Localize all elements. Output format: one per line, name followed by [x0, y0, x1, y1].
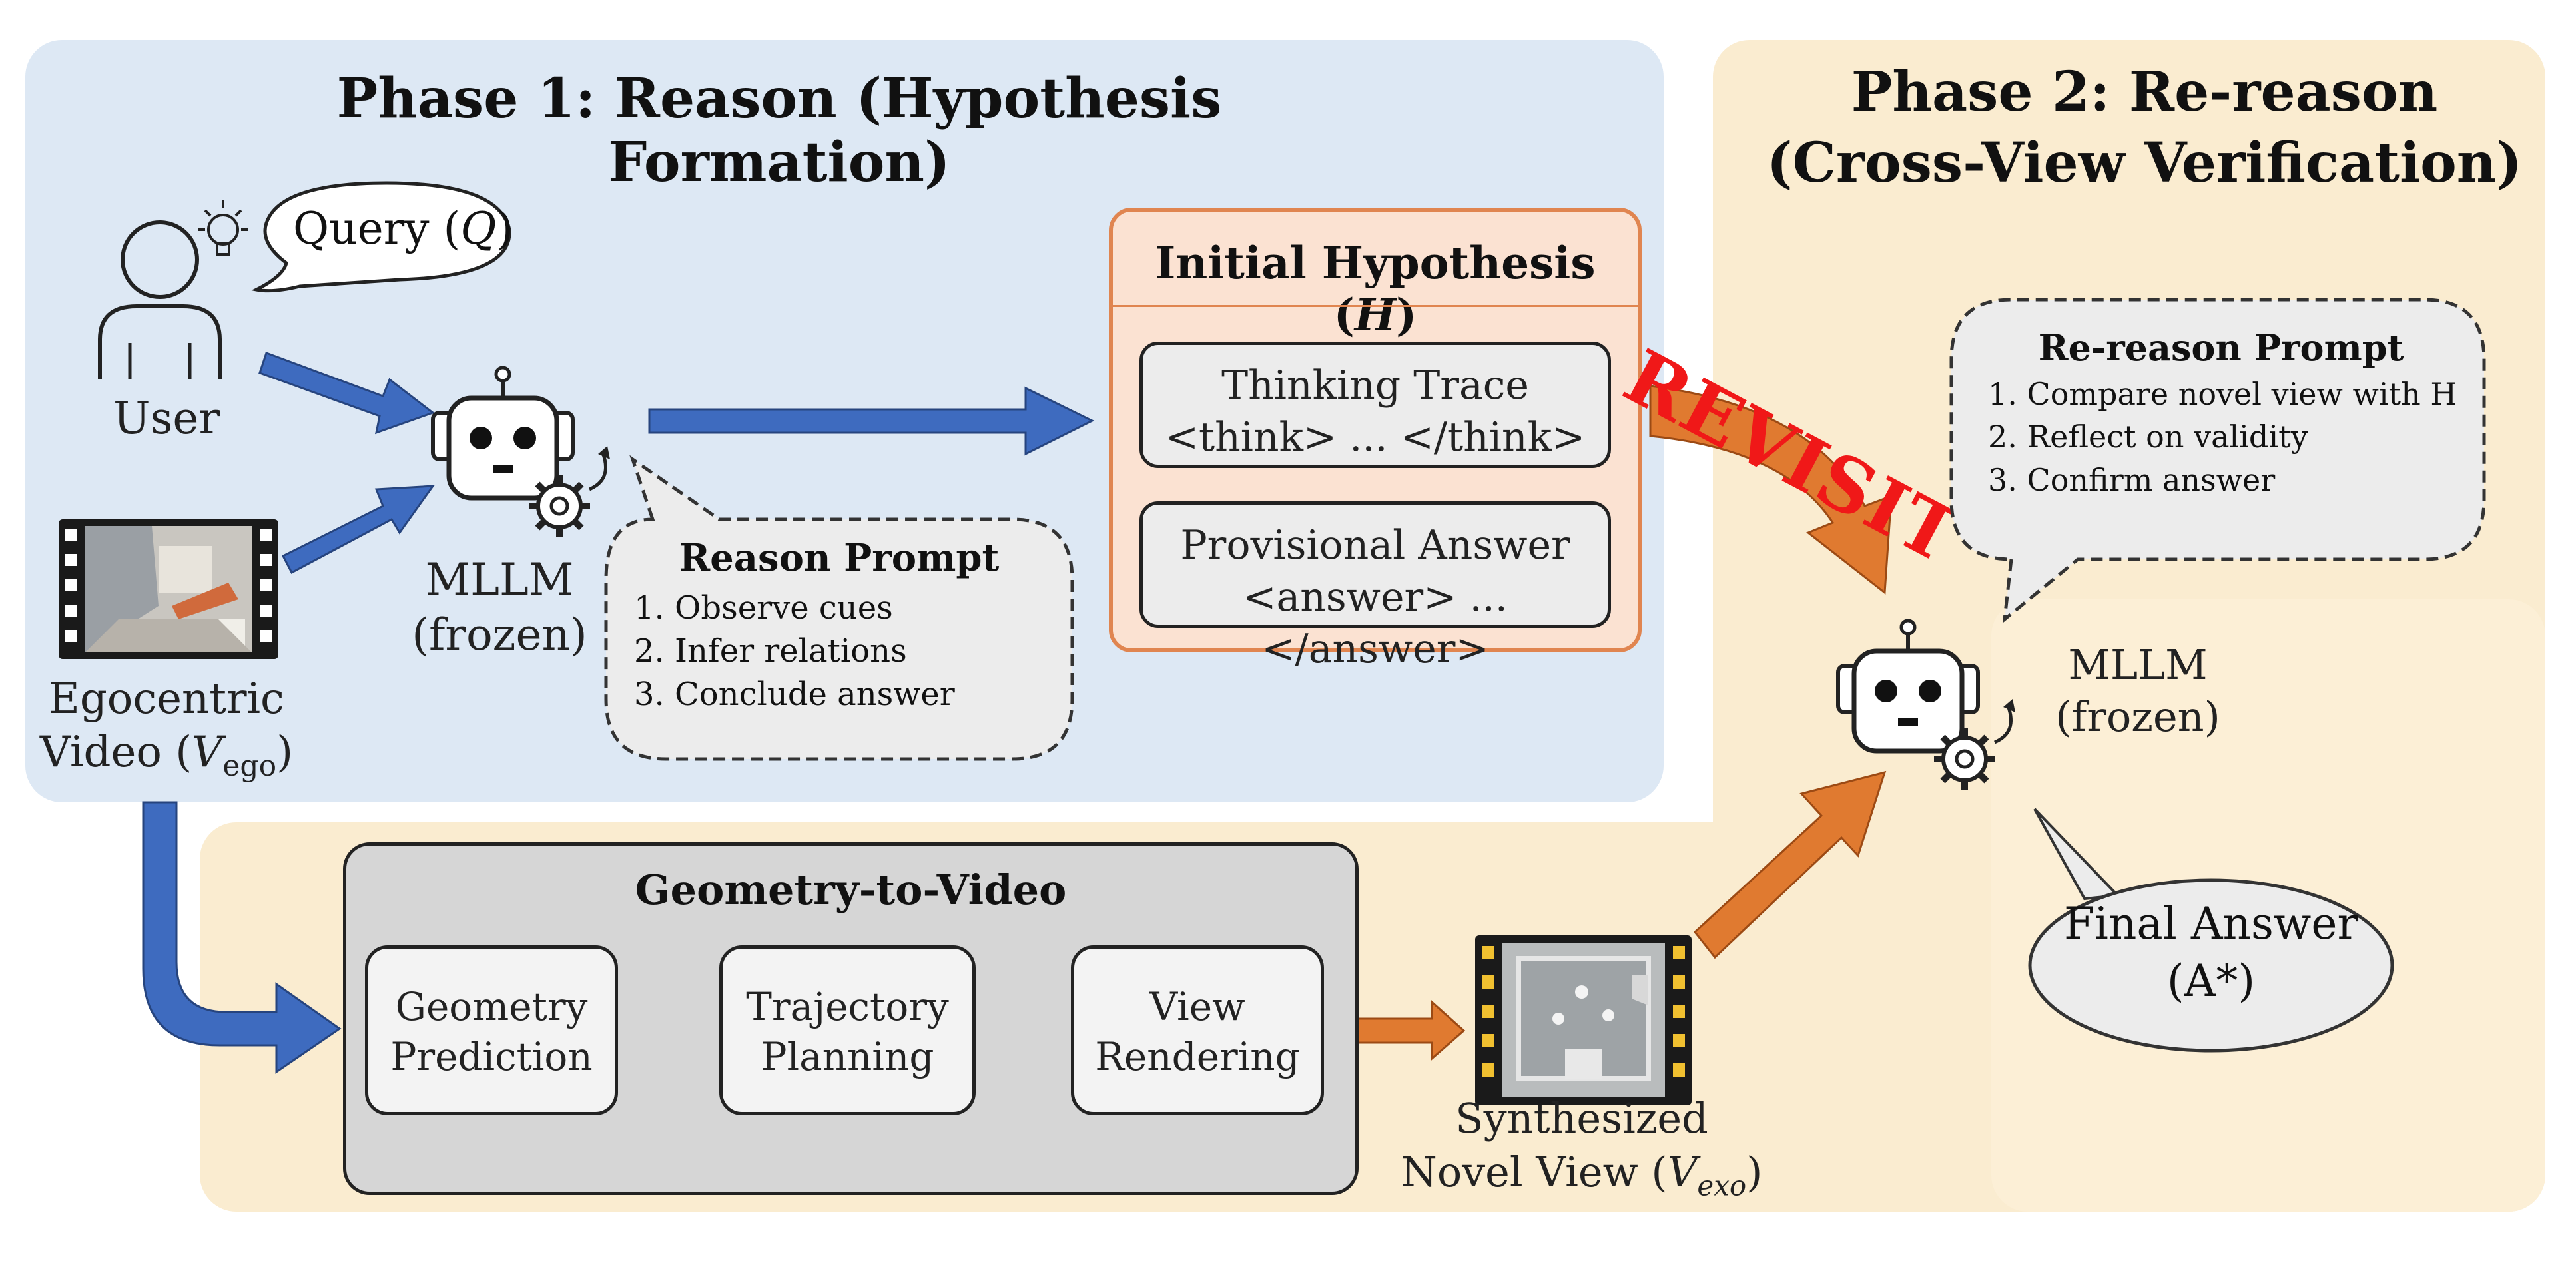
g2v-title: Geometry-to-Video	[635, 866, 1067, 914]
final-answer-bubble	[2028, 878, 2394, 1053]
robot-icon	[431, 366, 575, 501]
reason-prompt: Reason Prompt 1. Observe cues 2. Infer r…	[626, 536, 1052, 716]
phase1-title: Phase 1: Reason (Hypothesis Formation)	[336, 67, 1222, 194]
step-view-rendering: View Rendering	[1071, 945, 1324, 1115]
lightbulb-icon	[198, 200, 248, 256]
reason-prompt-item-2: 2. Infer relations	[634, 632, 907, 670]
step-trajectory-planning: Trajectory Planning	[719, 945, 976, 1115]
phase2-title-line1: Phase 2: Re-reason	[1851, 60, 2438, 124]
arrow-video-to-mllm	[281, 485, 436, 575]
user-icon	[98, 220, 222, 379]
robot-icon-2	[1836, 619, 1980, 754]
reason-prompt-item-3: 3. Conclude answer	[634, 675, 955, 713]
hypothesis-panel: Initial Hypothesis (H) Thinking Trace <t…	[1109, 208, 1642, 672]
provisional-answer-box: Provisional Answer <answer> ... </answer…	[1139, 501, 1611, 672]
thinking-trace-box: Thinking Trace <think> ... </think>	[1139, 342, 1611, 468]
gear-icon-2	[1934, 699, 2015, 790]
hypothesis-title: Initial Hypothesis (H)	[1155, 237, 1596, 341]
gear-icon	[529, 446, 610, 537]
query-text: Query (Q)	[293, 203, 514, 254]
film-icon	[59, 519, 278, 659]
rereason-prompt: Re-reason Prompt 1. Compare novel view w…	[1975, 326, 2467, 501]
arrow-mllm-to-hypothesis	[648, 386, 1095, 456]
novel-view-label: Synthesized Novel View (Vexo)	[1401, 1094, 1763, 1202]
reason-prompt-bubble	[604, 455, 1074, 761]
rereason-prompt-title: Re-reason Prompt	[2038, 326, 2404, 369]
phase2-title: Phase 2: Re-reason (Cross-View Verificat…	[1745, 57, 2544, 198]
mllm2-label: MLLM (frozen)	[2055, 640, 2220, 741]
user-label: User	[113, 393, 220, 444]
rereason-prompt-item-3: 3. Confirm answer	[1988, 461, 2276, 498]
arrow-user-to-mllm	[258, 352, 436, 435]
rereason-prompt-bubble	[1949, 298, 2486, 623]
rereason-prompt-item-2: 2. Reflect on validity	[1988, 419, 2308, 455]
phase2-title-line2: (Cross-View Verification)	[1766, 130, 2523, 195]
video-label: Egocentric Video (Vego)	[39, 674, 294, 783]
arrow-video-to-g2v	[142, 801, 342, 1074]
mllm1-label: MLLM (frozen)	[412, 554, 587, 660]
reason-prompt-title: Reason Prompt	[679, 536, 1000, 580]
final-answer: Final Answer (A*)	[2064, 898, 2358, 1007]
arrow-revisit	[1649, 385, 1893, 595]
rereason-prompt-item-1: 1. Compare novel view with H	[1988, 376, 2457, 412]
query-bubble	[251, 181, 511, 293]
arrow-novel-view-to-mllm2	[1693, 770, 1887, 959]
novel-view-film-icon	[1475, 935, 1692, 1105]
step-geometry-prediction: Geometry Prediction	[365, 945, 618, 1115]
reason-prompt-item-1: 1. Observe cues	[634, 589, 893, 627]
